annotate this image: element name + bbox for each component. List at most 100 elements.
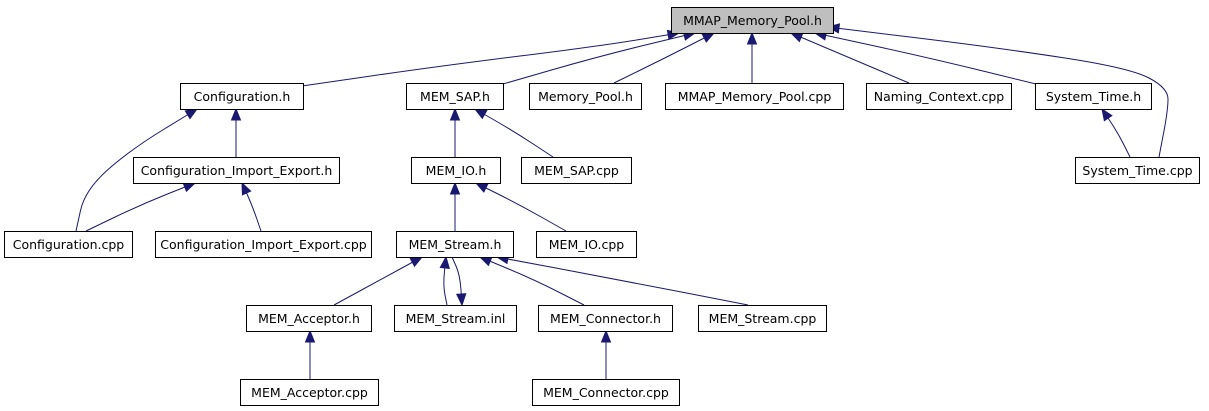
- edge-memio_h-to-memsap_h: [449, 107, 461, 157]
- node-memstream-inl[interactable]: MEM_Stream.inl: [394, 305, 517, 332]
- edge-memstream_inl-to-memstream_h: [439, 255, 450, 306]
- node-systime-h[interactable]: System_Time.h: [1035, 83, 1152, 110]
- arrowhead: [456, 293, 467, 307]
- arrowhead: [478, 256, 493, 267]
- edge-line: [85, 182, 196, 232]
- node-config-h[interactable]: Configuration.h: [180, 83, 304, 110]
- node-memio-h[interactable]: MEM_IO.h: [411, 157, 501, 184]
- node-box: [246, 305, 372, 332]
- node-memacc-cpp[interactable]: MEM_Acceptor.cpp: [240, 379, 379, 406]
- node-label: MEM_Stream.cpp: [709, 311, 817, 326]
- arrowhead: [409, 256, 424, 268]
- edge-memacc_h-to-memstream_h: [333, 256, 424, 306]
- edge-line: [474, 108, 554, 158]
- node-cie-cpp[interactable]: Configuration_Import_Export.cpp: [155, 231, 372, 258]
- arrowhead: [473, 108, 488, 120]
- node-mmap-cpp[interactable]: MMAP_Memory_Pool.cpp: [665, 83, 844, 110]
- edge-memconn_cpp-to-memconn_h: [600, 329, 612, 379]
- node-memconn-cpp[interactable]: MEM_Connector.cpp: [532, 379, 680, 406]
- node-box: [396, 231, 514, 258]
- node-box: [4, 231, 133, 258]
- edge-line: [496, 256, 749, 306]
- arrowhead: [304, 329, 316, 343]
- edge-line: [75, 108, 198, 232]
- node-box: [698, 305, 827, 332]
- node-box: [133, 157, 340, 184]
- arrowhead: [449, 107, 461, 121]
- edge-line: [301, 32, 680, 87]
- node-box: [538, 305, 673, 332]
- node-box: [240, 379, 379, 406]
- node-memsap-cpp[interactable]: MEM_SAP.cpp: [521, 157, 632, 184]
- node-label: MMAP_Memory_Pool.h: [683, 13, 822, 28]
- node-box: [532, 379, 680, 406]
- node-memsap-h[interactable]: MEM_SAP.h: [406, 83, 504, 110]
- node-box: [866, 83, 1012, 110]
- node-root[interactable]: MMAP_Memory_Pool.h: [671, 7, 834, 34]
- arrowhead: [600, 329, 612, 343]
- node-box: [180, 83, 304, 110]
- node-box: [671, 7, 834, 34]
- arrowhead: [230, 107, 242, 121]
- node-label: MEM_Stream.h: [409, 237, 502, 252]
- node-label: MEM_Connector.cpp: [543, 385, 669, 400]
- node-label: Configuration.h: [194, 89, 291, 104]
- edge-line: [475, 182, 567, 232]
- edge-line: [827, 26, 1169, 158]
- arrowhead: [449, 181, 461, 195]
- node-config-cpp[interactable]: Configuration.cpp: [4, 231, 133, 258]
- node-memconn-h[interactable]: MEM_Connector.h: [538, 305, 673, 332]
- edge-line: [814, 32, 1041, 86]
- node-memstream-cpp[interactable]: MEM_Stream.cpp: [698, 305, 827, 332]
- edge-mmap_cpp-to-root: [746, 31, 758, 83]
- node-label: Memory_Pool.h: [538, 89, 633, 104]
- node-box: [411, 157, 501, 184]
- arrowhead: [789, 32, 804, 43]
- node-label: MEM_Acceptor.cpp: [251, 385, 368, 400]
- edge-line: [1101, 108, 1131, 158]
- node-memacc-h[interactable]: MEM_Acceptor.h: [246, 305, 372, 332]
- node-label: MEM_Stream.inl: [406, 311, 506, 326]
- node-label: System_Time.h: [1046, 89, 1141, 104]
- node-mempool-h[interactable]: Memory_Pool.h: [529, 83, 642, 110]
- edge-line: [613, 32, 715, 84]
- node-label: MEM_Connector.h: [550, 311, 661, 326]
- node-box: [394, 305, 517, 332]
- arrowhead: [701, 32, 716, 43]
- node-label: MEM_SAP.cpp: [534, 163, 619, 178]
- node-box: [521, 157, 632, 184]
- node-label: Naming_Context.cpp: [874, 89, 1005, 104]
- node-cie-h[interactable]: Configuration_Import_Export.h: [133, 157, 340, 184]
- node-label: MEM_IO.h: [426, 163, 487, 178]
- node-box: [1075, 157, 1200, 184]
- node-label: System_Time.cpp: [1082, 163, 1192, 178]
- node-systime-cpp[interactable]: System_Time.cpp: [1075, 157, 1200, 184]
- node-label: Configuration_Import_Export.cpp: [160, 237, 366, 252]
- arrowhead: [182, 182, 197, 193]
- node-box: [406, 83, 504, 110]
- edge-memstream_cpp-to-memstream_h: [495, 253, 749, 306]
- node-memio-cpp[interactable]: MEM_IO.cpp: [536, 231, 637, 258]
- edge-line: [333, 256, 423, 306]
- node-naming-cpp[interactable]: Naming_Context.cpp: [866, 83, 1012, 110]
- node-box: [536, 231, 637, 258]
- edge-line: [443, 256, 448, 306]
- edge-cie_cpp-to-cie_h: [241, 181, 262, 232]
- edge-line: [502, 32, 696, 85]
- node-memstream-h[interactable]: MEM_Stream.h: [396, 231, 514, 258]
- edge-memstream_h-to-memstream_inl: [451, 256, 467, 307]
- node-label: MEM_SAP.h: [420, 89, 490, 104]
- node-label: MEM_Acceptor.h: [258, 311, 360, 326]
- node-label: MMAP_Memory_Pool.cpp: [678, 89, 832, 104]
- node-label: Configuration.cpp: [13, 237, 125, 252]
- node-box: [1035, 83, 1152, 110]
- edge-line: [790, 32, 910, 84]
- edge-config_cpp-to-cie_h: [85, 182, 197, 232]
- arrowhead: [184, 108, 199, 120]
- node-box: [665, 83, 844, 110]
- edge-line: [479, 256, 585, 306]
- arrowhead: [746, 31, 758, 45]
- edge-memacc_cpp-to-memacc_h: [304, 329, 316, 379]
